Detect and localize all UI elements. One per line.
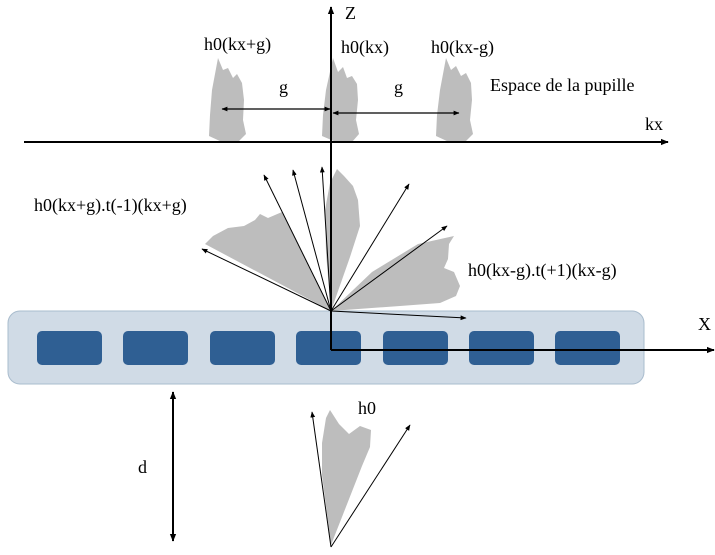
order-minus-one-label: h0(kx+g).t(-1)(kx+g): [34, 195, 187, 216]
lobe-right-label: h0(kx-g): [431, 37, 494, 58]
pupil-lobe-center: [322, 58, 359, 142]
spacing-right-label: g: [394, 77, 403, 97]
lobe-center-label: h0(kx): [341, 37, 389, 58]
spacing-left-label: g: [279, 77, 288, 97]
pupil-title: Espace de la pupille: [490, 75, 634, 95]
source-lobe: [322, 410, 371, 545]
grating-cells: [37, 331, 620, 365]
order-plus-one-label: h0(kx-g).t(+1)(kx-g): [468, 260, 617, 281]
ray: [201, 248, 332, 312]
order-zero-lobe: [325, 169, 360, 311]
ray: [330, 225, 448, 312]
lobe-left-label: h0(kx+g): [204, 34, 271, 55]
ray: [319, 166, 332, 312]
order-plus-one-lobe: [331, 236, 460, 311]
source-label: h0: [358, 398, 376, 418]
grating-cell: [37, 331, 102, 365]
grating-cell: [383, 331, 448, 365]
ray: [330, 183, 410, 312]
order-minus-one-lobe: [205, 212, 331, 311]
kx-axis-label: kx: [645, 114, 663, 134]
diffraction-rays: [201, 166, 467, 321]
distance-label: d: [138, 457, 147, 477]
pupil-lobe-right: [436, 58, 473, 142]
ray: [330, 310, 467, 321]
grating-cell: [210, 331, 275, 365]
ray: [330, 424, 411, 548]
z-axis-label: Z: [345, 3, 356, 23]
ray: [292, 169, 332, 312]
grating-cell: [123, 331, 188, 365]
grating-cell: [469, 331, 534, 365]
source-rays: [310, 411, 411, 548]
pupil-lobe-left: [209, 58, 246, 142]
ray: [263, 174, 332, 312]
grating-cell: [555, 331, 620, 365]
ray: [310, 411, 332, 548]
grating-cell: [296, 331, 361, 365]
x-axis-label: X: [698, 314, 711, 334]
